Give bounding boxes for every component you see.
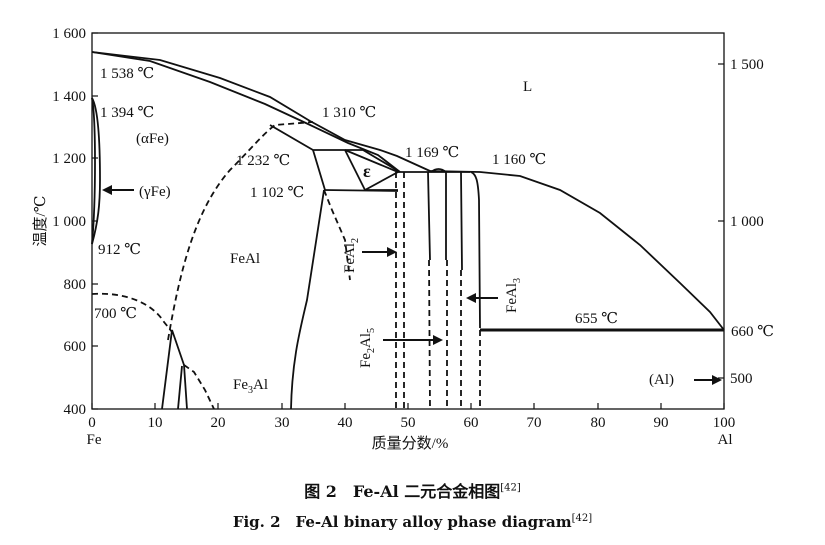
plot-frame	[91, 32, 725, 410]
y-right-tick-label: 1 500	[730, 57, 764, 73]
label-1160: 1 160 ℃	[492, 152, 546, 168]
dashed-boundaries	[91, 121, 481, 410]
x-tick-label: 50	[401, 415, 416, 431]
x-tick-label: 20	[211, 415, 226, 431]
label-1232: 1 232 ℃	[236, 153, 290, 169]
x-tick-label: 30	[275, 415, 290, 431]
label-700: 700 ℃	[94, 306, 137, 322]
y-right-tick-label: 500	[730, 371, 753, 387]
pointer-arrows	[102, 185, 722, 385]
y-tick-label: 600	[64, 339, 87, 355]
label-feal2: FeAl2	[342, 238, 361, 273]
label-fe3al: Fe3Al	[233, 377, 268, 396]
label-feal: FeAl	[230, 251, 260, 267]
caption-english-text: Fig. 2 Fe-Al binary alloy phase diagram	[232, 513, 572, 531]
caption-english: Fig. 2 Fe-Al binary alloy phase diagram[…	[0, 511, 825, 532]
axis-ticks	[91, 32, 725, 410]
x-tick-label: 60	[464, 415, 479, 431]
y-tick-label: 1 400	[52, 89, 86, 105]
phase-boundaries	[91, 51, 725, 410]
x-tick-label: 0	[88, 415, 96, 431]
label-alpha-fe: (αFe)	[136, 131, 169, 147]
y-tick-label: 800	[64, 277, 87, 293]
caption-english-ref: [42]	[571, 513, 593, 524]
caption-chinese-ref: [42]	[500, 482, 521, 494]
y-tick-label: 1 000	[52, 214, 86, 230]
label-655: 655 ℃	[575, 311, 618, 327]
x-end-fe: Fe	[87, 432, 102, 448]
label-1310: 1 310 ℃	[322, 105, 376, 121]
x-tick-label: 70	[527, 415, 542, 431]
label-1394: 1 394 ℃	[100, 105, 154, 121]
y-tick-label: 400	[64, 402, 87, 418]
label-1538: 1 538 ℃	[100, 66, 154, 82]
caption-chinese: 图 2 Fe-Al 二元合金相图[42]	[0, 478, 825, 502]
label-gamma-fe: (γFe)	[139, 184, 171, 200]
caption-chinese-text: 图 2 Fe-Al 二元合金相图	[304, 482, 501, 501]
y-axis-label: 温度/℃	[32, 196, 49, 247]
x-axis-label: 质量分数/%	[372, 435, 449, 452]
label-epsilon: ε	[363, 161, 371, 181]
y-tick-label: 1 600	[52, 26, 86, 42]
x-tick-label: 10	[148, 415, 163, 431]
x-tick-label: 100	[713, 415, 736, 431]
x-tick-label: 40	[338, 415, 353, 431]
x-tick-label: 90	[654, 415, 669, 431]
label-fe2al5: Fe2Al5	[358, 328, 377, 368]
label-feal3: FeAl3	[504, 278, 523, 313]
y-right-tick-label: 1 000	[730, 214, 764, 230]
x-tick-label: 80	[591, 415, 606, 431]
label-liquid: L	[523, 79, 532, 95]
x-end-al: Al	[718, 432, 733, 448]
label-al: (Al)	[649, 372, 674, 388]
y-tick-label: 1 200	[52, 151, 86, 167]
label-1169: 1 169 ℃	[405, 145, 459, 161]
label-660: 660 ℃	[731, 324, 774, 340]
label-1102: 1 102 ℃	[250, 185, 304, 201]
label-912: 912 ℃	[98, 242, 141, 258]
